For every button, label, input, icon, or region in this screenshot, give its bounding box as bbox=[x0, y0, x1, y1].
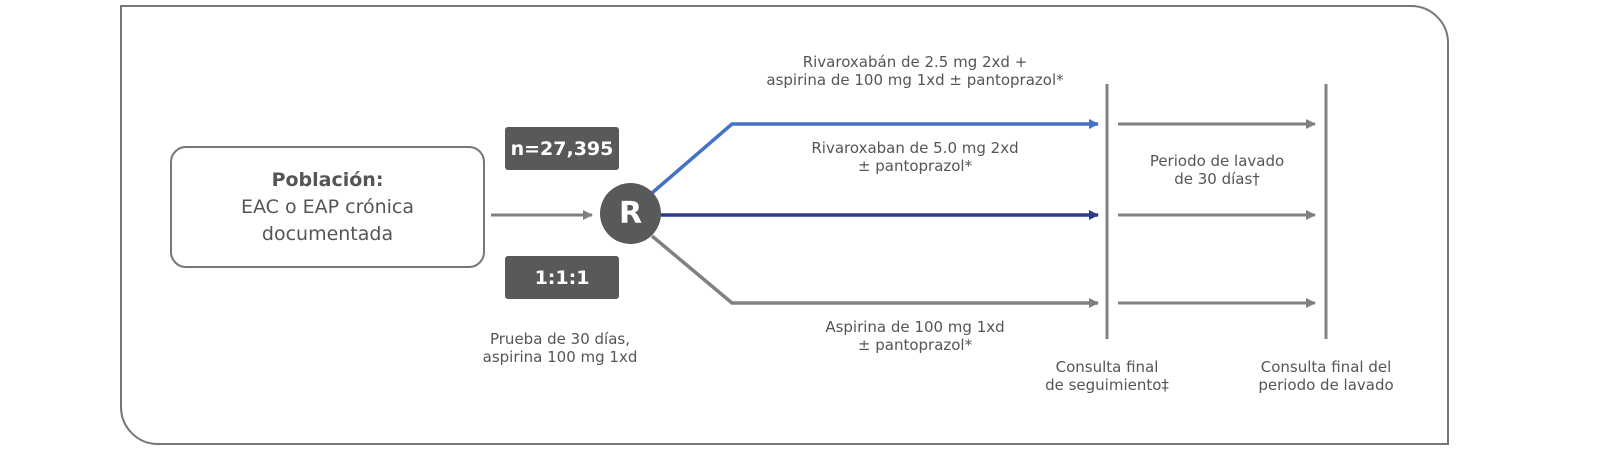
final-followup-line-2: de seguimiento‡ bbox=[1045, 376, 1169, 394]
final-washout-line-1: Consulta final del bbox=[1260, 358, 1392, 376]
arm-2-line-2: ± pantoprazol* bbox=[857, 157, 973, 175]
sample-size-badge: n=27,395 bbox=[505, 127, 619, 170]
arm-2-label: Rivaroxaban de 5.0 mg 2xd ± pantoprazol* bbox=[760, 139, 1070, 175]
arm-3-line-2: ± pantoprazol* bbox=[857, 336, 973, 354]
run-in-line-1: Prueba de 30 días, bbox=[489, 330, 630, 348]
washout-line-1: Periodo de lavado bbox=[1149, 152, 1285, 170]
ratio-badge: 1:1:1 bbox=[505, 256, 619, 299]
arm-1-line-1: Rivaroxabán de 2.5 mg 2xd + bbox=[802, 53, 1028, 71]
arm-1-line-2: aspirina de 100 mg 1xd ± pantoprazol* bbox=[766, 71, 1064, 89]
final-followup-line-1: Consulta final bbox=[1055, 358, 1159, 376]
population-line-1: EAC o EAP crónica bbox=[240, 195, 414, 218]
final-washout-label: Consulta final del periodo de lavado bbox=[1236, 358, 1416, 394]
arm-3-line bbox=[650, 234, 1099, 308]
randomization-circle: R bbox=[600, 183, 661, 244]
arm-2-line-1: Rivaroxaban de 5.0 mg 2xd bbox=[811, 139, 1019, 157]
arm-1-line bbox=[650, 119, 1099, 195]
final-washout-line-2: periodo de lavado bbox=[1258, 376, 1394, 394]
arm-1-label: Rivaroxabán de 2.5 mg 2xd + aspirina de … bbox=[740, 53, 1090, 89]
diagram-frame bbox=[120, 5, 1449, 445]
washout-line-2: de 30 días† bbox=[1174, 170, 1260, 188]
washout-label: Periodo de lavado de 30 días† bbox=[1122, 152, 1312, 188]
population-line-2: documentada bbox=[261, 222, 394, 245]
final-followup-label: Consulta final de seguimiento‡ bbox=[1017, 358, 1197, 394]
run-in-line-2: aspirina 100 mg 1xd bbox=[482, 348, 638, 366]
arm-3-line-1: Aspirina de 100 mg 1xd bbox=[825, 318, 1005, 336]
population-box: Población: EAC o EAP crónica documentada bbox=[170, 146, 485, 268]
run-in-label: Prueba de 30 días, aspirina 100 mg 1xd bbox=[470, 330, 650, 366]
population-title: Población: bbox=[271, 168, 384, 191]
arm-3-label: Aspirina de 100 mg 1xd ± pantoprazol* bbox=[760, 318, 1070, 354]
